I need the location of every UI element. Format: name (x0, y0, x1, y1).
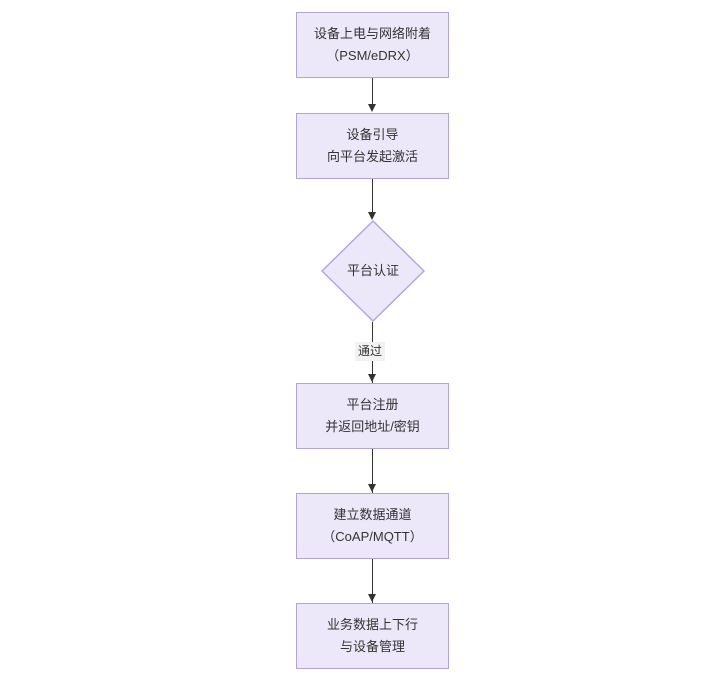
node-line: 设备上电与网络附着 (313, 26, 431, 41)
node-line: 平台认证 (346, 263, 399, 278)
arrowhead-icon (368, 484, 376, 492)
flow-node-business-data[interactable]: 业务数据上下行 与设备管理 (296, 603, 449, 669)
flow-node-platform-auth-decision[interactable]: 平台认证 (321, 220, 425, 322)
flow-edge-n5-n6 (372, 559, 373, 603)
flow-node-device-power-on[interactable]: 设备上电与网络附着 （PSM/eDRX） (296, 12, 449, 78)
flow-edge-n4-n5 (372, 449, 373, 493)
diamond-shape-icon (321, 220, 425, 322)
node-line: 平台注册 (346, 397, 399, 412)
flow-node-device-bootstrap[interactable]: 设备引导 向平台发起激活 (296, 113, 449, 179)
arrowhead-icon (368, 594, 376, 602)
flow-node-platform-register[interactable]: 平台注册 并返回地址/密钥 (296, 383, 449, 449)
flow-edge-label-pass: 通过 (355, 342, 386, 361)
node-line: （CoAP/MQTT） (322, 529, 423, 544)
node-line: （PSM/eDRX） (326, 48, 419, 63)
node-line: 建立数据通道 (333, 507, 412, 522)
node-line: 并返回地址/密钥 (325, 419, 420, 434)
flow-edge-n2-n3 (372, 179, 373, 213)
node-line: 向平台发起激活 (326, 149, 418, 164)
node-line: 业务数据上下行 (326, 617, 418, 632)
arrowhead-icon (368, 212, 376, 220)
flow-node-data-channel[interactable]: 建立数据通道 （CoAP/MQTT） (296, 493, 449, 559)
flow-edge-n1-n2 (372, 78, 373, 105)
arrowhead-icon (368, 104, 376, 112)
node-line: 与设备管理 (339, 639, 405, 654)
arrowhead-icon (368, 374, 376, 382)
node-line: 设备引导 (346, 127, 399, 142)
